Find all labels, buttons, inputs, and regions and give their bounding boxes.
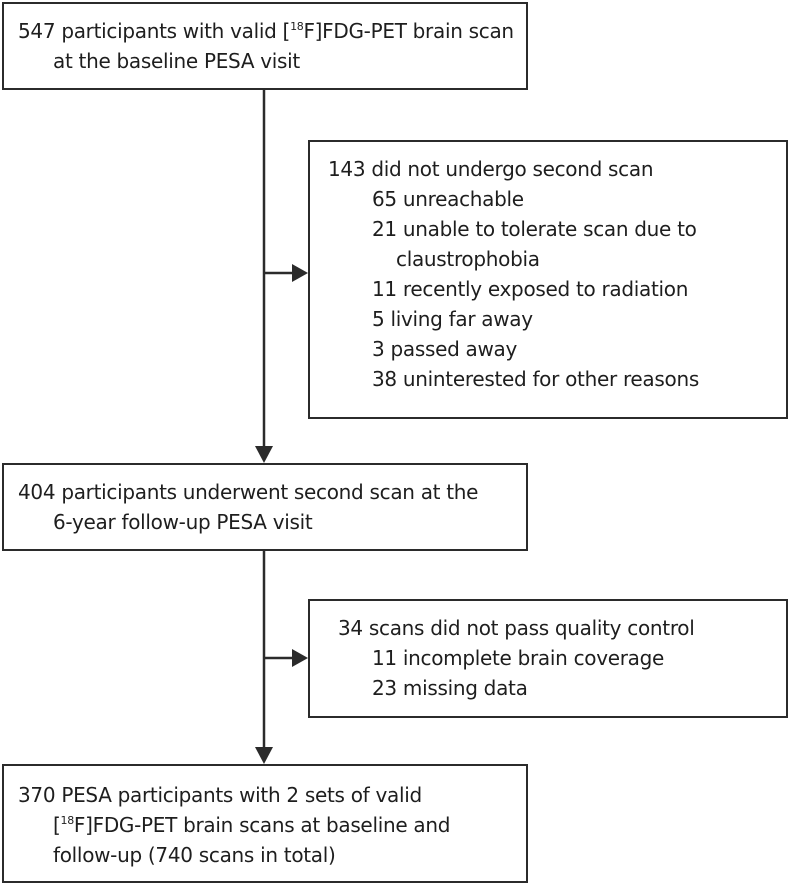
reason-claustrophobia: 21 unable to tolerate scan due to [372,217,697,241]
baseline-box: 547 participants with valid [18F]FDG-PET… [2,2,528,90]
arrowhead-to-no-second-scan [292,264,308,282]
reason-far-away: 5 living far away [372,307,533,331]
arrowhead-to-second-scan [255,446,273,463]
reason-passed-away: 3 passed away [372,337,518,361]
reason-uninterested: 38 uninterested for other reasons [372,367,699,391]
final-sample-line-1: 370 PESA participants with 2 sets of val… [18,783,422,807]
reason-unreachable: 65 unreachable [372,187,524,211]
second-scan-box: 404 participants underwent second scan a… [2,463,528,551]
quality-control-header: 34 scans did not pass quality control [338,616,695,640]
qc-reason-coverage: 11 incomplete brain coverage [372,646,665,670]
arrowhead-to-final-sample [255,747,273,764]
second-scan-line-1: 404 participants underwent second scan a… [18,480,479,504]
baseline-line-2: at the baseline PESA visit [53,49,300,73]
no-second-scan-header: 143 did not undergo second scan [328,157,654,181]
reason-claustrophobia-cont: claustrophobia [396,247,540,271]
reason-radiation: 11 recently exposed to radiation [372,277,689,301]
quality-control-box: 34 scans did not pass quality control 11… [308,599,788,718]
no-second-scan-box: 143 did not undergo second scan 65 unrea… [308,140,788,419]
final-sample-box: 370 PESA participants with 2 sets of val… [2,764,528,883]
final-sample-line-3: follow-up (740 scans in total) [53,843,336,867]
qc-reason-missing: 23 missing data [372,676,528,700]
final-sample-line-2: [18F]FDG-PET brain scans at baseline and [53,813,451,837]
baseline-line-1: 547 participants with valid [18F]FDG-PET… [18,19,514,43]
arrowhead-to-quality-control [292,649,308,667]
second-scan-line-2: 6-year follow-up PESA visit [53,510,313,534]
